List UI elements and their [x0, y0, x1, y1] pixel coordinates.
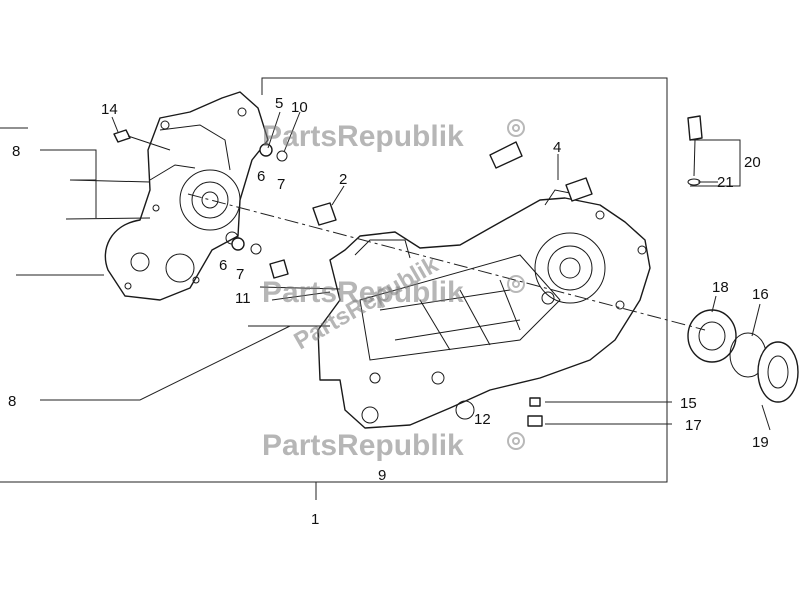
callout-2: 2 — [339, 171, 347, 188]
watermarks: PartsRepublik PartsRepublik PartsRepubli… — [262, 119, 525, 462]
callout-6a: 6 — [257, 168, 265, 185]
watermark-bottom: PartsRepublik — [262, 429, 464, 462]
callout-6b: 6 — [219, 257, 227, 274]
callout-1: 1 — [311, 511, 319, 528]
callout-4: 4 — [553, 139, 561, 156]
callout-5: 5 — [275, 95, 283, 112]
callout-8b: 8 — [8, 393, 16, 410]
callout-17: 17 — [685, 417, 702, 434]
callout-9: 9 — [378, 467, 386, 484]
callout-16: 16 — [752, 286, 769, 303]
callout-7b: 7 — [236, 266, 244, 283]
callout-7a: 7 — [277, 176, 285, 193]
watermark-top: PartsRepublik — [262, 120, 464, 153]
small-parts — [65, 115, 799, 427]
callout-8a: 8 — [12, 143, 20, 160]
watermark-middle: PartsRepublik — [262, 276, 464, 309]
callout-12: 12 — [474, 411, 491, 428]
left-crankcase-half — [104, 91, 269, 301]
callout-18: 18 — [712, 279, 729, 296]
callout-11: 11 — [235, 290, 251, 307]
leader-lines — [16, 111, 771, 431]
callout-10: 10 — [291, 99, 308, 116]
callout-21: 21 — [717, 174, 734, 191]
callout-14: 14 — [101, 101, 118, 118]
callout-labels: 1 2 4 5 6 6 7 7 8 8 9 10 11 12 14 15 16 … — [8, 95, 769, 528]
callout-20: 20 — [744, 154, 761, 171]
callout-19: 19 — [752, 434, 769, 451]
callout-15: 15 — [680, 395, 697, 412]
watermark-gear-icon — [507, 119, 525, 450]
right-crankcase-half — [317, 189, 651, 429]
